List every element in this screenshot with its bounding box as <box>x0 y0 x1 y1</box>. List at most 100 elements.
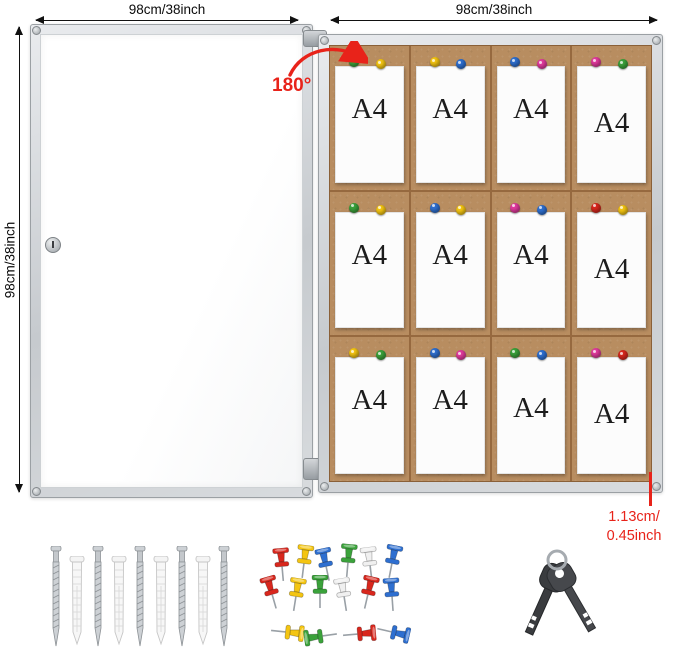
push-pin-icon <box>537 204 548 215</box>
corner-cap-icon <box>320 36 329 45</box>
notice-board-panel: A4 A4 A4 A4 A4 <box>318 34 663 493</box>
paper-cell: A4 <box>572 337 651 481</box>
a4-label: A4 <box>432 384 468 417</box>
keys-icon <box>524 549 597 636</box>
frame-depth-label-line2: 0.45inch <box>606 527 662 544</box>
a4-paper: A4 <box>496 66 566 183</box>
corner-cap-icon <box>652 482 661 491</box>
corner-cap-icon <box>320 482 329 491</box>
paper-cell: A4 <box>410 337 490 481</box>
paper-cell: A4 <box>410 191 490 336</box>
screw-icon <box>50 546 62 647</box>
door-panel <box>30 24 313 498</box>
a4-paper: A4 <box>415 357 485 474</box>
paper-cell: A4 <box>491 46 571 190</box>
board-width-dimension: 98cm/38inch <box>330 2 658 24</box>
corner-cap-icon <box>32 26 41 35</box>
lock-keyhole-icon <box>45 237 61 253</box>
a4-label: A4 <box>351 93 388 125</box>
paper-cell: A4 <box>330 337 409 481</box>
a4-paper: A4 <box>496 357 566 474</box>
a4-paper: A4 <box>415 66 485 183</box>
a4-paper: A4 <box>577 211 646 329</box>
push-pin-icon <box>591 57 602 67</box>
push-pin-icon <box>617 350 628 361</box>
push-pin-icon <box>284 576 308 613</box>
arrowhead-icon <box>290 15 299 24</box>
push-pin-icon <box>591 202 602 213</box>
push-pin-icon <box>374 620 413 645</box>
a4-paper: A4 <box>577 357 646 474</box>
corner-cap-icon <box>302 487 311 496</box>
paper-cell: A4 <box>330 191 409 336</box>
frame-depth-label: 1.13cm/ 0.45inch <box>594 508 674 546</box>
push-pin-icon <box>456 204 467 215</box>
push-pin-icon <box>456 59 467 69</box>
arrowhead-icon <box>649 15 658 24</box>
key <box>546 562 597 633</box>
push-pin-icon <box>429 202 440 213</box>
wall-anchor-icon <box>153 556 169 645</box>
paper-cell: A4 <box>572 46 651 190</box>
push-pin-icon <box>348 202 359 213</box>
screw-icon <box>134 546 146 647</box>
frame-depth-indicator-line <box>649 472 652 506</box>
corner-cap-icon <box>32 487 41 496</box>
board-width-arrow <box>330 15 658 24</box>
a4-label: A4 <box>513 238 549 271</box>
a4-label: A4 <box>513 392 549 425</box>
push-pin-icon <box>510 57 521 67</box>
push-pin-icon <box>348 348 359 359</box>
push-pin-icon <box>591 348 602 359</box>
push-pin-icon <box>381 577 402 613</box>
paper-cell: A4 <box>491 337 571 481</box>
arrowhead-icon <box>35 15 44 24</box>
a4-label: A4 <box>432 93 468 125</box>
door-width-dimension: 98cm/38inch <box>35 2 299 24</box>
push-pin-icon <box>429 348 440 359</box>
keyhole-slot <box>52 241 54 248</box>
a4-paper: A4 <box>335 357 404 474</box>
push-pin-icon <box>510 202 521 213</box>
a4-label: A4 <box>513 93 549 125</box>
a4-label: A4 <box>593 252 630 285</box>
arrowhead-icon <box>14 26 23 35</box>
door-width-label: 98cm/38inch <box>128 2 206 17</box>
push-pin-icon <box>341 623 377 645</box>
a4-paper: A4 <box>415 211 485 329</box>
push-pin-icon <box>510 348 521 359</box>
push-pin-icon <box>617 59 628 69</box>
a4-label: A4 <box>351 384 388 417</box>
cork-surface: A4 A4 A4 A4 A4 <box>329 45 652 482</box>
push-pin-cluster <box>256 543 431 662</box>
a4-label: A4 <box>593 107 630 139</box>
a4-paper: A4 <box>496 211 566 329</box>
screw-icon <box>218 546 230 647</box>
arrowhead-icon <box>330 15 339 24</box>
door-width-arrow <box>35 15 299 24</box>
wall-anchor-icon <box>111 556 127 645</box>
arrowhead-icon <box>14 484 23 493</box>
board-width-label: 98cm/38inch <box>455 2 533 17</box>
a4-paper: A4 <box>577 66 646 183</box>
push-pin-icon <box>375 204 386 215</box>
push-pin-icon <box>375 59 386 69</box>
a4-label: A4 <box>351 238 388 271</box>
paper-cell: A4 <box>491 191 571 336</box>
push-pin-icon <box>617 204 628 215</box>
push-pin-icon <box>375 350 386 361</box>
paper-cell: A4 <box>330 46 409 190</box>
frame-depth-label-line1: 1.13cm/ <box>608 509 660 525</box>
push-pin-icon <box>429 57 440 67</box>
corner-cap-icon <box>652 36 661 45</box>
push-pin-icon <box>537 59 548 69</box>
screw-icon <box>92 546 104 647</box>
a4-label: A4 <box>593 398 630 431</box>
push-pin-icon <box>456 350 467 361</box>
push-pin-icon <box>537 350 548 361</box>
wall-anchor-icon <box>69 556 85 645</box>
a4-paper: A4 <box>335 211 404 329</box>
rotation-angle-label: 180° <box>272 75 312 96</box>
paper-cell: A4 <box>572 191 651 336</box>
